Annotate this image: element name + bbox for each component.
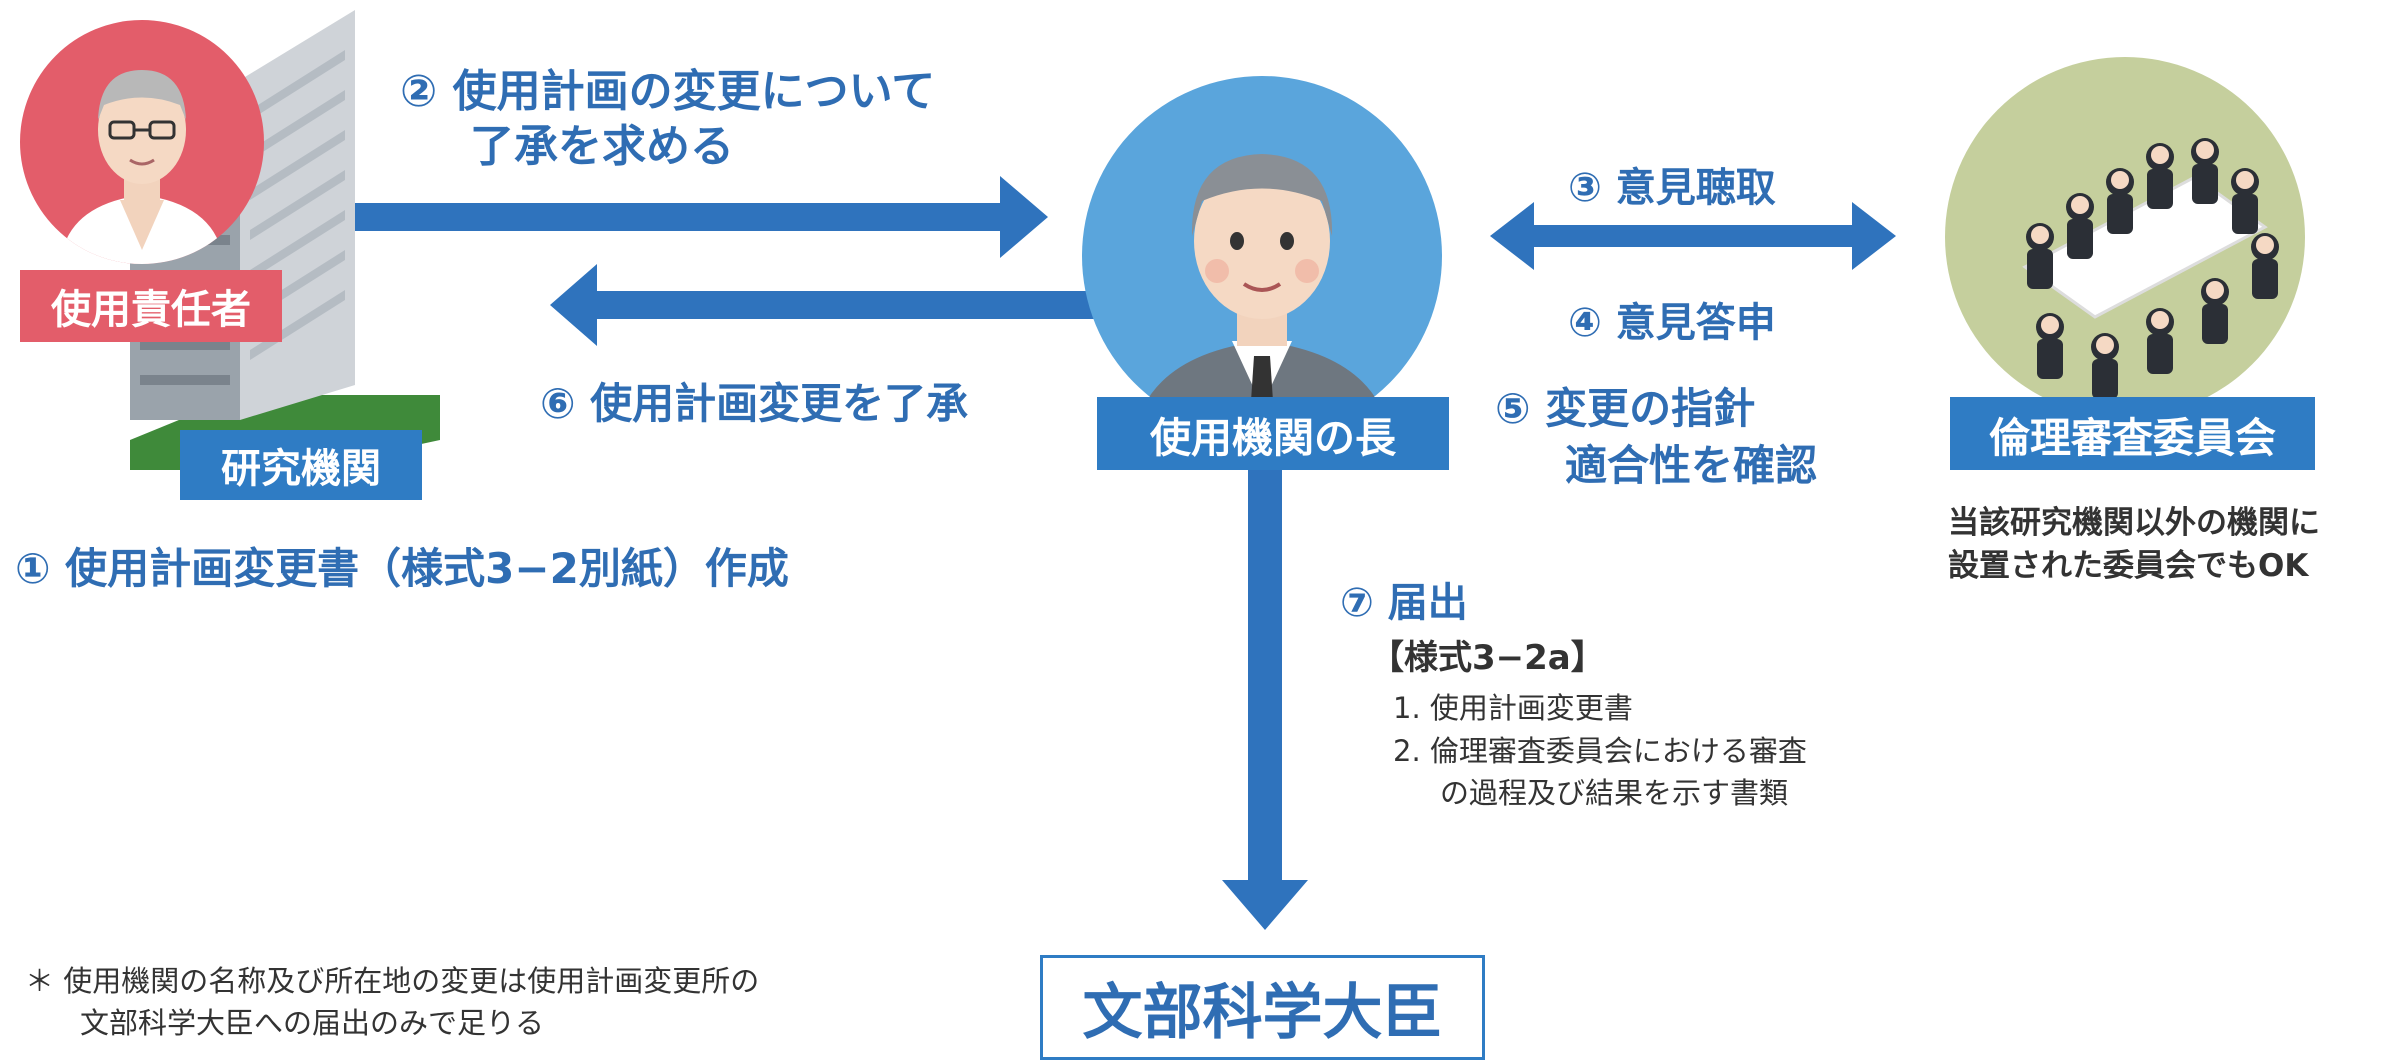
director-avatar-icon	[1082, 76, 1442, 436]
committee-note-line2: 設置された委員会でもOK	[1948, 548, 2309, 584]
minister-box: 文部科学大臣	[1040, 955, 1485, 1060]
form-title: 【様式3−2a】	[1370, 638, 1605, 678]
researcher-avatar-icon	[20, 20, 264, 264]
research-institution-illustration	[0, 0, 460, 470]
meeting-table-icon	[1945, 57, 2305, 417]
minister-label: 文部科学大臣	[1082, 978, 1443, 1048]
step-2-line2: 了承を求める	[470, 121, 734, 172]
committee-note-line1: 当該研究機関以外の機関に	[1948, 505, 2320, 541]
step-5-line2: 適合性を確認	[1565, 441, 1818, 490]
step-3: ③ 意見聴取	[1568, 165, 1776, 211]
ethics-committee-label: 倫理審査委員会	[1950, 397, 2315, 470]
step-7: ⑦ 届出	[1340, 580, 1468, 626]
step-2-line1: ② 使用計画の変更について	[400, 66, 936, 117]
form-item-2-line1: 2. 倫理審査委員会における審査	[1393, 734, 1807, 768]
step-4: ④ 意見答申	[1568, 300, 1776, 346]
form-item-2-line2: の過程及び結果を示す書類	[1440, 776, 1789, 810]
researcher-role-label: 使用責任者	[20, 270, 282, 342]
footnote-line2: 文部科学大臣への届出のみで足りる	[80, 1006, 545, 1040]
director-label: 使用機関の長	[1097, 397, 1449, 470]
step-5-line1: ⑤ 変更の指針	[1495, 384, 1756, 433]
step-1: ① 使用計画変更書（様式3−2別紙）作成	[15, 544, 789, 593]
footnote-line1: ＊ 使用機関の名称及び所在地の変更は使用計画変更所の	[25, 964, 760, 998]
form-item-1: 1. 使用計画変更書	[1393, 691, 1633, 725]
step-6: ⑥ 使用計画変更を了承	[540, 379, 969, 428]
research-institution-label: 研究機関	[180, 430, 422, 500]
